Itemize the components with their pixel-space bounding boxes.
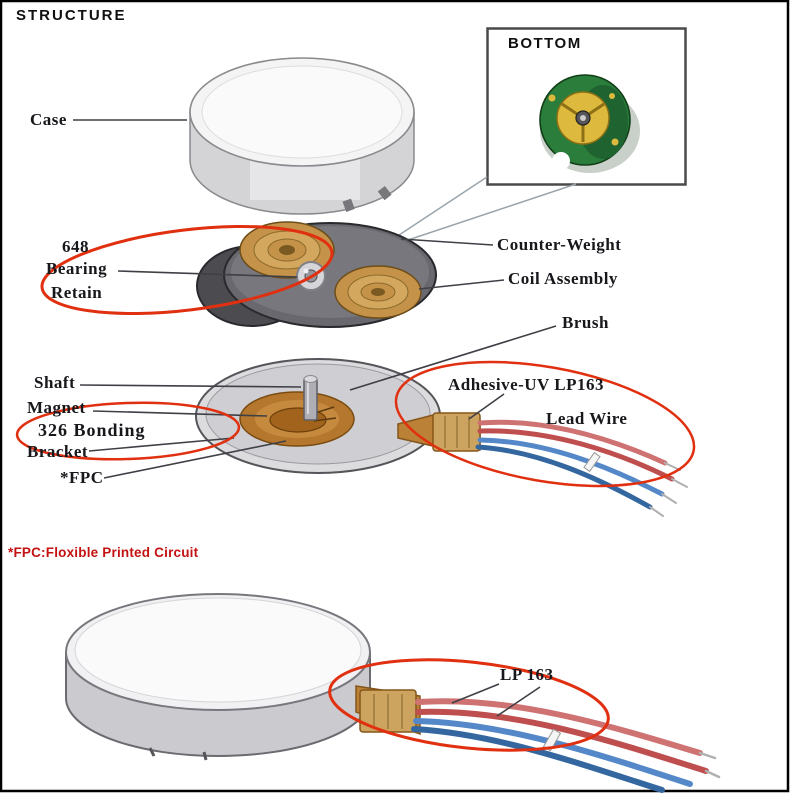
page-title: STRUCTURE [16, 7, 127, 24]
fpc-label: *FPC [60, 468, 104, 487]
case-illustration [189, 57, 415, 215]
annotation-ellipse-bearing [40, 224, 334, 316]
magnet-leader [92, 410, 268, 417]
lp163-leader-a [451, 683, 500, 704]
adhesive-leader [468, 393, 505, 420]
bottom-inset-title: BOTTOM [508, 35, 582, 52]
magnet-label: Magnet [27, 398, 86, 417]
coil-right [334, 265, 422, 319]
bearing-label-word: Bearing [46, 259, 108, 278]
case-label: Case [30, 110, 67, 129]
annotation-ellipse-lp163 [328, 658, 610, 752]
bracket-label: Bracket [27, 442, 89, 461]
lead-wires [475, 419, 688, 517]
brush-leader [349, 325, 557, 391]
coil-leader [418, 279, 505, 290]
lead-wire-label: Lead Wire [546, 409, 628, 428]
leader-lines [73, 119, 557, 717]
bracket-assembly [195, 358, 688, 517]
shaft-leader [79, 384, 302, 388]
annotation-ellipse-bonding [15, 401, 241, 461]
counterweight-leader [400, 238, 494, 246]
brush-label: Brush [562, 313, 609, 332]
annotation-ellipse-adhesive [394, 360, 696, 488]
shaft-label: Shaft [34, 373, 76, 392]
fpc-note: *FPC:Floxible Printed Circuit [8, 545, 199, 560]
coil-assembly-label: Coil Assembly [508, 269, 618, 288]
bearing-label-648: 648 [62, 237, 89, 256]
bracket-leader [88, 437, 235, 452]
fpc-leader [103, 440, 287, 479]
bonding-label: 326 Bonding [38, 420, 146, 440]
lp163-label: LP 163 [500, 665, 554, 684]
annotation-ellipses [15, 224, 696, 752]
inset-pointer-lines [392, 176, 577, 244]
shaft-part [303, 375, 318, 421]
counterweight-assembly [196, 221, 437, 328]
bearing-leader [117, 270, 298, 278]
case-notch [377, 185, 392, 201]
bottom-inset [486, 27, 687, 186]
lead-wires-assembled [411, 698, 721, 793]
cable-tie [583, 451, 601, 473]
case-notch [342, 198, 355, 213]
adhesive-uv-label: Adhesive-UV LP163 [448, 375, 604, 394]
assembled-motor [65, 593, 721, 793]
counter-weight-label: Counter-Weight [497, 235, 622, 254]
bearing-label-retain: Retain [51, 283, 103, 302]
lp163-leader-b [496, 686, 541, 717]
